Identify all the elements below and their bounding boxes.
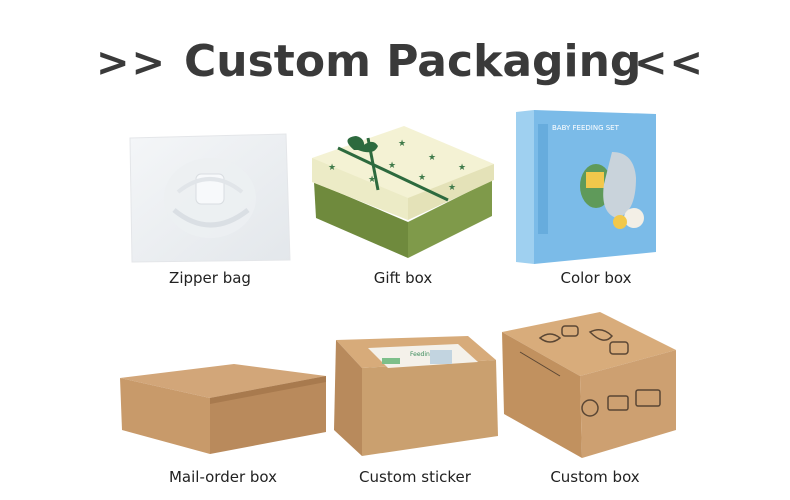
color-box-image: BABY FEEDING SET [514, 110, 658, 266]
page-header: >> Custom Packaging << [0, 36, 790, 92]
page-title: Custom Packaging [184, 36, 642, 87]
svg-text:★: ★ [328, 163, 336, 173]
custom-box-image [500, 312, 680, 460]
svg-text:★: ★ [418, 173, 426, 183]
caption-gift-box: Gift box [373, 269, 433, 287]
custom-sticker-box-image: Feeding Set [328, 336, 502, 460]
caption-custom-box: Custom box [550, 468, 640, 486]
svg-text:★: ★ [388, 161, 396, 171]
right-arrows: << [634, 40, 706, 86]
svg-text:★: ★ [398, 139, 406, 149]
left-arrows: >> [96, 40, 168, 86]
caption-color-box: Color box [560, 269, 632, 287]
zipper-bag-image [126, 132, 294, 264]
svg-text:★: ★ [448, 183, 456, 193]
svg-text:★: ★ [428, 153, 436, 163]
caption-zipper-bag: Zipper bag [169, 269, 251, 287]
gift-box-image: ★★★ ★★★ ★★ [308, 120, 498, 260]
color-box-banner: BABY FEEDING SET [552, 124, 620, 132]
mail-order-box-image [118, 360, 330, 456]
svg-text:★: ★ [458, 163, 466, 173]
svg-text:★: ★ [368, 175, 376, 185]
caption-custom-sticker: Custom sticker [359, 468, 471, 486]
sticker-title: Feeding Set [410, 351, 446, 358]
caption-mail-order-box: Mail-order box [168, 468, 278, 486]
